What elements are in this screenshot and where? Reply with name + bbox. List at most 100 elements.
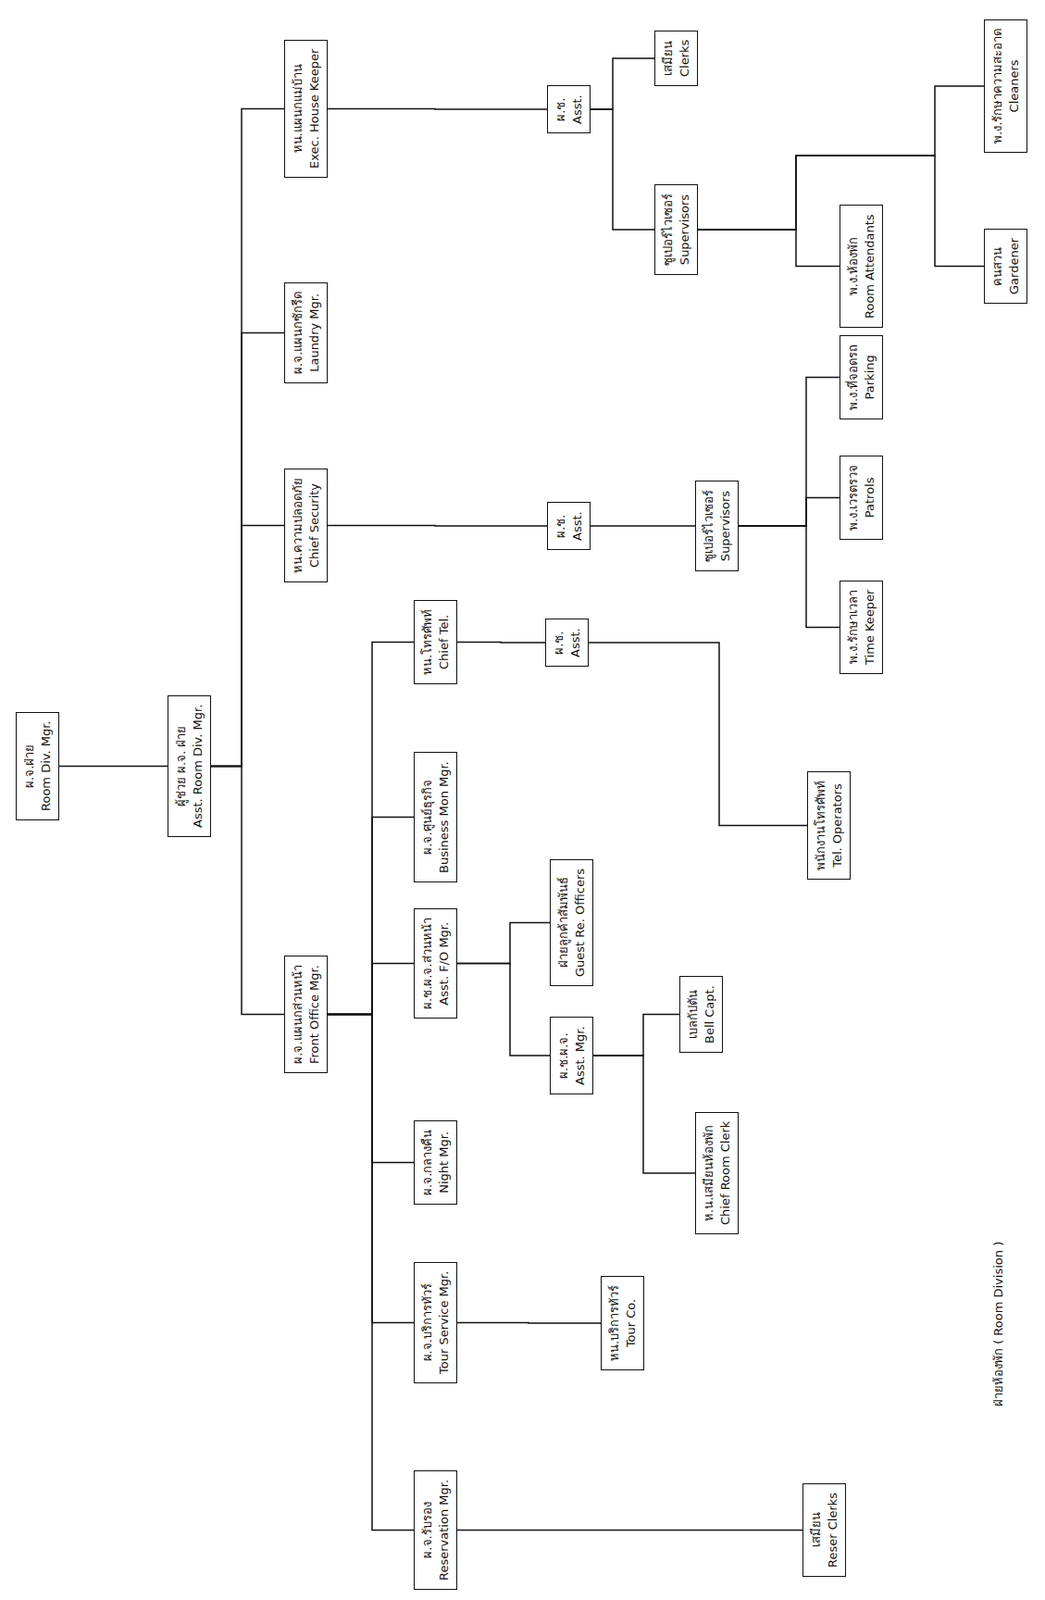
org-connector — [738, 525, 840, 628]
org-box: ผ.จ.รับรองReservation Mgr. — [413, 1469, 458, 1590]
english-title: Laundry Mgr. — [306, 291, 324, 374]
org-box: หน.ความปลอดภัยChief Security — [284, 468, 328, 583]
thai-title: หน.บริการทัวร์ — [606, 1284, 623, 1361]
english-title: Asst. Mgr. — [572, 1025, 589, 1085]
thai-title: ผ.ช.ผ.จ.ส่วนหน้า — [419, 917, 436, 1009]
org-box: พ.ง.ที่จอดรถParking — [839, 335, 884, 420]
org-box: พ.ง.ห้องพักRoom Attendants — [839, 204, 884, 328]
english-title: Patrols — [861, 464, 879, 531]
org-connector — [327, 642, 414, 1015]
thai-title: พ.ง.ที่จอดรถ — [845, 344, 862, 411]
thai-title: ผ.ช. — [550, 627, 568, 658]
org-box: ผ.ช.Asst. — [547, 85, 591, 134]
english-title: Time Keeper — [861, 589, 879, 665]
org-box: ผ.ช.ผ.จ.Asst. Mgr. — [549, 1016, 594, 1095]
org-box: ผ.จ.แผนกส่วนหน้าFront Office Mgr. — [284, 955, 328, 1073]
thai-title: ผ.จ.แผนกส่วนหน้า — [289, 964, 307, 1064]
thai-title: เสมียน — [808, 1492, 825, 1568]
thai-title: เบลกัปตัน — [684, 984, 702, 1044]
thai-title: ผ.ช. — [552, 94, 570, 125]
english-title: Chief Security — [306, 477, 324, 573]
org-connector — [457, 963, 550, 1057]
thai-title: ผ.จ.บริการทัวร์ — [419, 1270, 436, 1374]
org-box: หน.บริการทัวร์Tour Co. — [600, 1275, 645, 1370]
thai-title: พ.ง.ห้องพัก — [845, 213, 862, 319]
thai-title: พ.ง.เวรตรวจ — [845, 464, 862, 531]
english-title: Cleaners — [1006, 28, 1023, 144]
org-connector — [590, 58, 655, 110]
english-title: Front Office Mgr. — [306, 964, 324, 1064]
thai-title: ผ.จ.แผนกซักรีด — [289, 291, 307, 374]
org-connector — [593, 1014, 680, 1057]
english-title: Room Div. Mgr. — [37, 721, 55, 811]
english-title: Asst. F/O Mgr. — [435, 917, 453, 1009]
thai-title: ห.น.เสมียนห้องพัก — [700, 1120, 718, 1225]
english-title: Tel. Operators — [829, 780, 846, 871]
org-box: ผ.ช.Asst. — [545, 618, 589, 667]
thai-title: พ.ง.รักษาความสะอาด — [989, 28, 1007, 144]
org-connector — [59, 765, 168, 767]
thai-title: ซูเปอร์ไวเซอร์ — [700, 489, 718, 562]
org-connector — [457, 641, 546, 644]
org-connector — [457, 922, 550, 964]
english-title: Guest Re. Officers — [572, 868, 589, 977]
org-box: ผ.ช.ผ.จ.ส่วนหน้าAsst. F/O Mgr. — [413, 908, 458, 1019]
org-connector — [738, 497, 840, 527]
thai-title: พนักงานโทรศัพท์ — [812, 780, 830, 871]
org-box: ผ.จ.ฝ่ายRoom Div. Mgr. — [15, 711, 60, 821]
thai-title: ผ.จ.ฝ่าย — [21, 721, 38, 811]
org-box: พ.ง.รักษาความสะอาดCleaners — [983, 19, 1028, 153]
org-connector — [327, 1014, 414, 1323]
thai-title: ผ.ช. — [552, 510, 570, 541]
org-box: ซูเปอร์ไวเซอร์Supervisors — [654, 184, 698, 275]
thai-title: ผ.จ.ศูนย์ธุรกิจ — [419, 760, 436, 873]
org-box: ซูเปอร์ไวเซอร์Supervisors — [695, 480, 739, 572]
english-title: Chief Room Clerk — [717, 1120, 734, 1225]
thai-title: คนสวน — [989, 237, 1007, 295]
figure-caption: ฝ่ายห้องพัก ( Room Division ) — [988, 1239, 1008, 1408]
english-title: Asst. — [567, 627, 585, 658]
org-connector — [327, 817, 414, 1015]
thai-title: ฝ่ายลูกค้าสัมพันธ์ — [555, 868, 573, 977]
org-box: คนสวนGardener — [983, 228, 1028, 304]
english-title: Chief Tel. — [435, 609, 453, 675]
english-title: Parking — [861, 344, 879, 411]
org-box: หน.โทรศัพท์Chief Tel. — [413, 599, 458, 685]
thai-title: พ.ง.รักษาเวลา — [845, 589, 862, 665]
org-connector — [211, 109, 285, 767]
org-box: เสมียนClerks — [654, 30, 698, 87]
org-connector — [327, 524, 548, 527]
english-title: Asst. Room Div. Mgr. — [189, 704, 207, 828]
english-title: Room Attendants — [861, 213, 879, 319]
org-connector — [590, 109, 655, 230]
org-connector — [211, 333, 285, 767]
org-box: ฝ่ายลูกค้าสัมพันธ์Guest Re. Officers — [549, 858, 594, 986]
english-title: Bell Capt. — [701, 984, 719, 1044]
org-box: ผ.จ.กลางคืนNight Mgr. — [413, 1119, 458, 1205]
english-title: Reservation Mgr. — [435, 1479, 453, 1580]
thai-title: ผ.จ.รับรอง — [419, 1479, 436, 1580]
org-connector — [327, 1014, 414, 1531]
thai-title: เสมียน — [659, 39, 677, 77]
org-connector — [457, 1529, 803, 1531]
org-box: ผ.ช.Asst. — [547, 501, 591, 550]
english-title: Night Mgr. — [435, 1129, 453, 1195]
org-box: เบลกัปตันBell Capt. — [679, 975, 723, 1053]
thai-title: ผู้ช่วย ผ.จ. ฝ่าย — [173, 704, 190, 828]
org-box: ผ.จ.ศูนย์ธุรกิจBusiness Mon Mgr. — [413, 751, 458, 883]
org-box: พ.ง.รักษาเวลาTime Keeper — [839, 580, 884, 674]
org-connector — [590, 525, 696, 527]
thai-title: ผ.ช.ผ.จ. — [555, 1025, 573, 1085]
english-title: Reser Clerks — [824, 1492, 842, 1568]
english-title: Supervisors — [676, 193, 694, 266]
thai-title: หน.โทรศัพท์ — [419, 609, 436, 675]
org-connector — [327, 963, 414, 1015]
org-connector — [211, 525, 285, 767]
english-title: Asst. — [569, 510, 586, 541]
thai-title: ผ.จ.กลางคืน — [419, 1129, 436, 1195]
org-connector — [697, 229, 840, 267]
english-title: Tour Service Mgr. — [435, 1270, 453, 1374]
english-title: Gardener — [1006, 237, 1023, 295]
org-connector — [327, 1014, 414, 1163]
